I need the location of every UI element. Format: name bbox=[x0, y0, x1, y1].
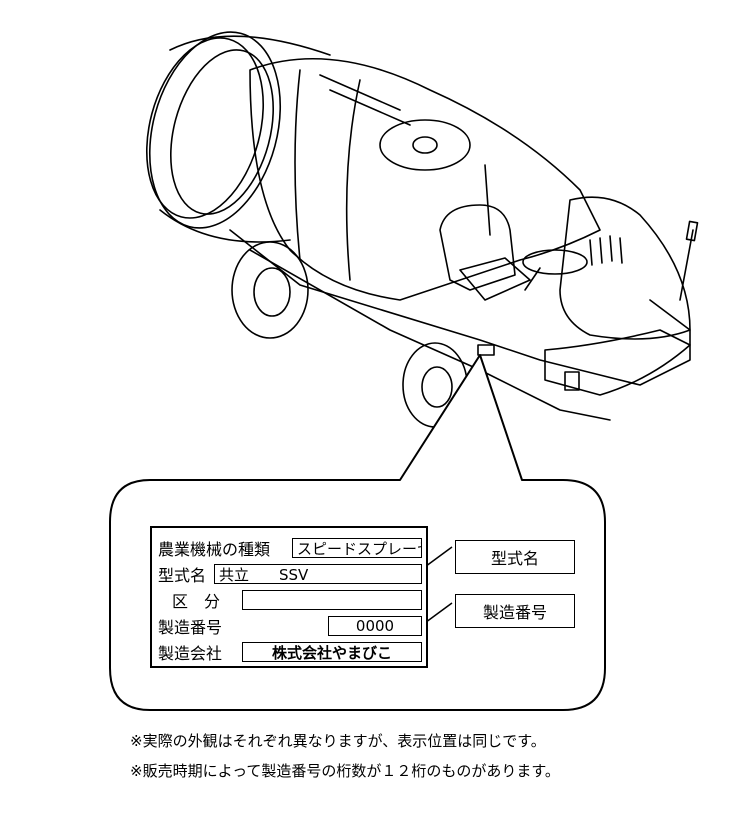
tank-lid bbox=[379, 119, 471, 171]
front-bumper bbox=[544, 329, 691, 396]
rear-antenna bbox=[484, 164, 491, 236]
plate-location bbox=[477, 344, 495, 356]
callout-serial-number: 製造番号 bbox=[455, 594, 575, 628]
tank-band-1 bbox=[294, 69, 301, 261]
rear-wheel-hub bbox=[253, 267, 291, 317]
rear-wheel bbox=[231, 241, 309, 339]
plate-label-category: 区 分 bbox=[172, 592, 221, 611]
fan-ring bbox=[145, 37, 265, 219]
fan-drum-outer bbox=[148, 31, 282, 229]
plate-value-type: スピードスプレーヤ bbox=[292, 538, 422, 558]
chassis bbox=[229, 229, 691, 386]
tank-rail bbox=[319, 74, 411, 126]
tank-band-2 bbox=[345, 79, 361, 281]
plate-value-category bbox=[242, 590, 422, 610]
fan-drum-inner bbox=[169, 49, 275, 215]
seat-cushion bbox=[459, 257, 531, 301]
plate-row-maker: 製造会社 bbox=[158, 640, 222, 664]
plate-label-type: 農業機械の種類 bbox=[158, 540, 271, 559]
plate-label-model: 型式名 bbox=[158, 566, 207, 585]
tank-lid-cap bbox=[412, 136, 438, 154]
note-appearance: ※実際の外観はそれぞれ異なりますが、表示位置は同じです。 bbox=[130, 732, 546, 750]
callout-model-name: 型式名 bbox=[455, 540, 575, 574]
plate-label-serial: 製造番号 bbox=[158, 618, 223, 637]
steering-column bbox=[524, 267, 541, 291]
plate-row-model: 型式名 bbox=[158, 562, 206, 586]
plate-row-type: 農業機械の種類 bbox=[158, 536, 270, 560]
plate-label-maker: 製造会社 bbox=[158, 644, 223, 663]
front-wheel-hub bbox=[421, 366, 453, 408]
plate-row-category: 区 分 bbox=[172, 588, 220, 612]
nameplate: 農業機械の種類 スピードスプレーヤ 型式名 共立 SSV 区 分 製造番号 00… bbox=[150, 526, 428, 668]
seat bbox=[439, 204, 516, 291]
tank-body bbox=[249, 57, 601, 301]
front-antenna bbox=[679, 229, 694, 301]
plate-value-maker: 株式会社やまびこ bbox=[242, 642, 422, 662]
note-serial-digits: ※販売時期によって製造番号の桁数が１２桁のものがあります。 bbox=[130, 762, 560, 780]
front-hood bbox=[559, 196, 691, 340]
front-antenna-tip bbox=[685, 220, 699, 242]
headlight bbox=[564, 371, 580, 391]
steering-wheel bbox=[522, 249, 588, 275]
chassis-lower bbox=[249, 249, 611, 421]
fan-housing bbox=[159, 35, 331, 243]
plate-value-serial: 0000 bbox=[328, 616, 422, 636]
hood-grille bbox=[589, 235, 623, 266]
plate-value-model: 共立 SSV bbox=[214, 564, 422, 584]
plate-row-serial: 製造番号 bbox=[158, 614, 222, 638]
